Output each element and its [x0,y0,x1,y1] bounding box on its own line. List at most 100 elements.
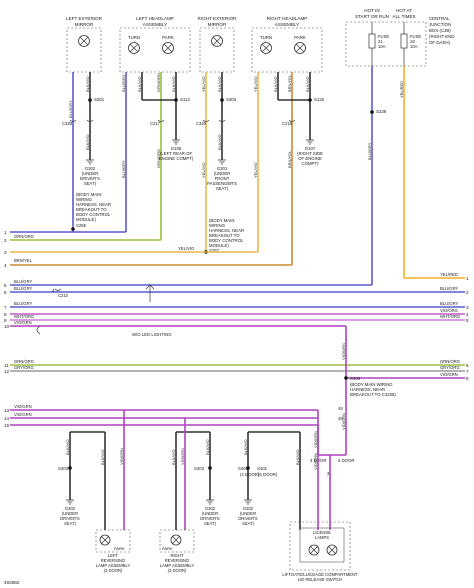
splice-s112-dot [174,98,178,102]
bottom-wires [69,410,319,530]
right-headlamp-park-label: PARK [294,35,306,40]
hot-run-label-2: START OR RUN [355,14,389,19]
wl-4: BLK/VIO [137,76,142,92]
wl-12: BLK/VIO [305,76,310,92]
top-splices: S301 S112 S303 S132 S238 [88,97,387,114]
rr-3: LAMP ASSEMBLY [160,563,195,568]
top-wire-labels: BLU/GRY BLK/VIO BLU/GRY BLK/VIO GRN/ORG … [68,73,404,178]
s401-5door: (5 DOOR) [258,472,278,477]
cjb-box [345,21,427,67]
ln-2: 2 [4,238,7,243]
ground-g105-icon [172,139,180,145]
g302-l2: (UNDER [82,171,99,176]
rr-1: RIGHT [170,553,183,558]
bcm-right-6: MODULE) [209,243,229,248]
gb2-2: (UNDER [202,511,218,516]
hr-7: GRY/ORG [440,365,460,370]
bcm-left-6: MODULE) [76,217,96,222]
ln-4: 4 [4,263,7,268]
lr-4: (4 DOOR) [104,568,123,573]
rr-2: REVERSING [165,558,190,563]
ln-14: 14 [4,416,10,421]
gb1-3: DRIVER'S [60,516,80,521]
bcm-right-2: WIRING [209,223,226,228]
connector-marks [69,119,296,122]
cjb-label-3: BOX (CJB) [429,28,451,33]
hr-6: GRN/ORG [440,359,460,364]
hl-12: GRY/ORG [14,365,34,370]
s403-left-label: S403 [58,466,69,471]
hot-all-label-1: HOT AT [396,8,412,13]
horizontal-wires [10,231,465,426]
g301-l1: G301 [217,166,228,171]
top-connectors: C339 C217 C340 C215 [62,119,296,126]
hr-8: VIO/GRN [440,372,458,377]
left-headlamp-turn-label: TURN [128,35,140,40]
wl-b8: BLK/VIO [295,449,300,465]
s405-note-2: HARNESS, NEAR [350,387,385,392]
wl-4door: VIO/GRN [313,431,318,448]
splice-s301-dot [88,98,92,102]
door-5-label: 5 DOOR [338,458,354,463]
hl-9: WHT/ORG [14,314,34,319]
splice-s112-label: S112 [180,97,190,102]
lr-2: REVERSING [101,558,126,563]
splice-s301-label: S301 [94,97,105,102]
wl-8: BLK/VIO [217,76,222,92]
bcm-right-3: HARNESS, NEAR [209,228,244,233]
wl-6: BLK/VIO [171,76,176,92]
right-headlamp-label-1: RIGHT HEADLAMP [267,16,308,21]
rn-6: 6 [466,363,469,368]
license-1: LICENSE [313,530,331,535]
wl-2: BLK/VIO [85,76,90,92]
page-id: 492882 [4,580,20,585]
fuse-18-icon [400,33,408,49]
gb1-4: SEAT) [64,521,77,526]
splice-s303-dot [220,98,224,102]
left-mirror-label-1: LEFT EXTERIOR [66,16,103,21]
gb3-3: DRIVER'S [238,516,258,521]
cjb-label-2: JUNCTION [429,22,451,27]
bcm-right-1: (BODY MAIN [209,218,234,223]
right-reverse-park: PARK [162,546,173,551]
wl-9: YEL/VIO [253,76,258,92]
lr-3: LAMP ASSEMBLY [96,563,131,568]
g301-l4: PASSENGER'S [207,181,237,186]
bcm-left-4: BREAKOUT TO [76,207,107,212]
bottom-grounds: G302 (UNDER DRIVER'S SEAT) G302 (UNDER D… [60,499,258,526]
rn-8: 8 [466,376,469,381]
horizontal-wire-labels: GRN/ORG BRN/YEL YEL/VIO BLU/GRY BLU/GRY … [14,234,460,417]
wl-b4: BLK/VIO [171,449,176,465]
ln-1: 1 [4,230,7,235]
wl-5: GRN/ORG [156,73,161,92]
ln-7: 7 [4,305,7,310]
cjb-label-5: OF DASH) [429,40,451,45]
wl-b9: VIO/GRN [313,453,318,470]
wl-10: BLK/VIO [273,76,278,92]
license-2: LAMPS [315,535,329,540]
fuse18-label-1: FUSE [410,34,421,39]
splice-s132-dot [308,98,312,102]
right-headlamp-turn-label: TURN [260,35,272,40]
rr-4: (4 DOOR) [168,568,187,573]
hr-2: BLU/GRY [440,286,459,291]
hl-10: VIO/GRN [14,320,32,325]
license-lamps-box [299,527,345,563]
s405-note-3: BREAKOUT TO C3208) [350,392,396,397]
wl-3: BLU/GRY [121,74,126,92]
hot-run-label-1: HOT IN [364,8,379,13]
hl-5: BLU/GRY [14,279,33,284]
gb2-4: SEAT) [204,521,217,526]
hr-5: WHT/ORG [440,314,460,319]
g302-l3: DRIVER'S [80,176,100,181]
bcm-left-7: S255 [76,223,87,228]
right-number-column: 1 2 3 4 5 6 7 8 [466,276,469,381]
bcm-left-1: (BODY MAIN [76,192,101,197]
conn-c215-label: C215 [282,121,293,126]
ln-6: 6 [4,290,7,295]
splice-s303-label: S303 [226,97,237,102]
ln-15: 15 [4,423,10,428]
wl-14: YEL/RED [399,81,404,98]
ground-g301-icon [218,159,226,165]
